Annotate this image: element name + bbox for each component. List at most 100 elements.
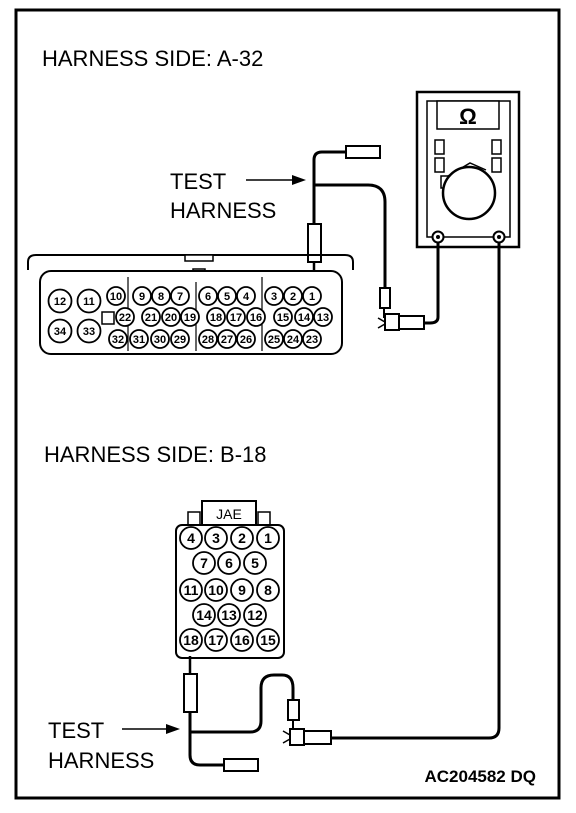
pin-12: 12 <box>243 603 267 627</box>
figure-frame <box>14 8 561 800</box>
pin-circle <box>217 551 241 575</box>
pin-label: 17 <box>208 632 224 648</box>
pin-label: 2 <box>290 291 296 303</box>
pin-label: 12 <box>247 607 263 623</box>
pin-label: 20 <box>165 312 177 324</box>
pin-label: 14 <box>298 312 311 324</box>
ohm-symbol: Ω <box>459 104 477 129</box>
bottom-test-arrow <box>122 724 180 734</box>
pin-label: 1 <box>309 291 315 303</box>
pin-9: 9 <box>132 286 152 306</box>
pin-label: 1 <box>264 530 272 546</box>
pin-label: 3 <box>212 530 220 546</box>
pin-label: 33 <box>83 326 95 338</box>
pin-circle <box>256 526 280 550</box>
pin-17: 17 <box>226 307 246 327</box>
pin-circle <box>230 578 254 602</box>
pin-6: 6 <box>198 286 218 306</box>
pin-33: 33 <box>76 318 102 344</box>
pin-9: 9 <box>230 578 254 602</box>
meter-indicator-box <box>434 139 445 155</box>
pin-circle <box>264 329 284 349</box>
pin-circle <box>115 307 135 327</box>
pin-circle <box>179 628 203 652</box>
pin-circle <box>204 628 228 652</box>
pin-label: 10 <box>208 582 224 598</box>
pin-8: 8 <box>151 286 171 306</box>
pin-circle <box>302 329 322 349</box>
pin-label: 11 <box>184 582 199 598</box>
pin-label: 7 <box>200 555 208 571</box>
pin-label: 11 <box>83 296 95 308</box>
pin-circle <box>141 307 161 327</box>
meter-lead-b18 <box>330 243 501 740</box>
pin-label: 9 <box>238 582 246 598</box>
connector-b18-brand: JAE <box>216 506 242 522</box>
pin-circle <box>76 288 102 314</box>
pin-7: 7 <box>170 286 190 306</box>
pin-4: 4 <box>179 526 203 550</box>
pin-21: 21 <box>141 307 161 327</box>
pin-26: 26 <box>236 329 256 349</box>
pin-circle <box>230 526 254 550</box>
pin-circle <box>217 286 237 306</box>
test-harness-b18 <box>183 656 295 772</box>
pin-31: 31 <box>129 329 149 349</box>
pin-14: 14 <box>192 603 216 627</box>
pin-7: 7 <box>192 551 216 575</box>
pin-label: 6 <box>205 291 211 303</box>
pin-circle <box>192 603 216 627</box>
pin-label: 31 <box>133 334 145 346</box>
pin-25: 25 <box>264 329 284 349</box>
pin-label: 27 <box>221 334 233 346</box>
pin-label: 16 <box>250 312 262 324</box>
bottom-section-title: HARNESS SIDE: B-18 <box>44 442 267 467</box>
pin-label: 13 <box>317 312 329 324</box>
probe-clip-b18 <box>282 699 332 746</box>
bottom-test-label-line2: HARNESS <box>48 748 154 773</box>
pin-14: 14 <box>294 307 314 327</box>
pin-13: 13 <box>217 603 241 627</box>
pin-circle <box>294 307 314 327</box>
pin-34: 34 <box>47 318 73 344</box>
pin-circle <box>204 578 228 602</box>
pin-circle <box>151 286 171 306</box>
top-test-label-line2: HARNESS <box>170 198 276 223</box>
pin-circle <box>226 307 246 327</box>
pin-circle <box>47 318 73 344</box>
pin-circle <box>132 286 152 306</box>
pin-circle <box>170 286 190 306</box>
pin-32: 32 <box>108 329 128 349</box>
pin-27: 27 <box>217 329 237 349</box>
pin-label: 32 <box>112 334 124 346</box>
bottom-test-label-line1: TEST <box>48 718 104 743</box>
pin-circle <box>47 288 73 314</box>
pin-18: 18 <box>206 307 226 327</box>
pin-label: 15 <box>277 312 289 324</box>
pin-label: 10 <box>110 291 122 303</box>
pin-13: 13 <box>313 307 333 327</box>
pin-label: 28 <box>202 334 214 346</box>
pin-circle <box>106 286 126 306</box>
pin-label: 2 <box>238 530 246 546</box>
pin-10: 10 <box>204 578 228 602</box>
pin-5: 5 <box>243 551 267 575</box>
pin-label: 8 <box>158 291 164 303</box>
pin-16: 16 <box>246 307 266 327</box>
pin-label: 17 <box>230 312 242 324</box>
pin-label: 5 <box>224 291 230 303</box>
pin-18: 18 <box>179 628 203 652</box>
meter-display <box>436 100 500 130</box>
pin-2: 2 <box>283 286 303 306</box>
pin-19: 19 <box>180 307 200 327</box>
ohmmeter: Ω <box>415 90 521 249</box>
pin-label: 30 <box>154 334 166 346</box>
pin-label: 13 <box>221 607 237 623</box>
pin-circle <box>150 329 170 349</box>
meter-selector-dial <box>441 165 497 221</box>
pin-label: 18 <box>210 312 222 324</box>
pin-circle <box>230 628 254 652</box>
